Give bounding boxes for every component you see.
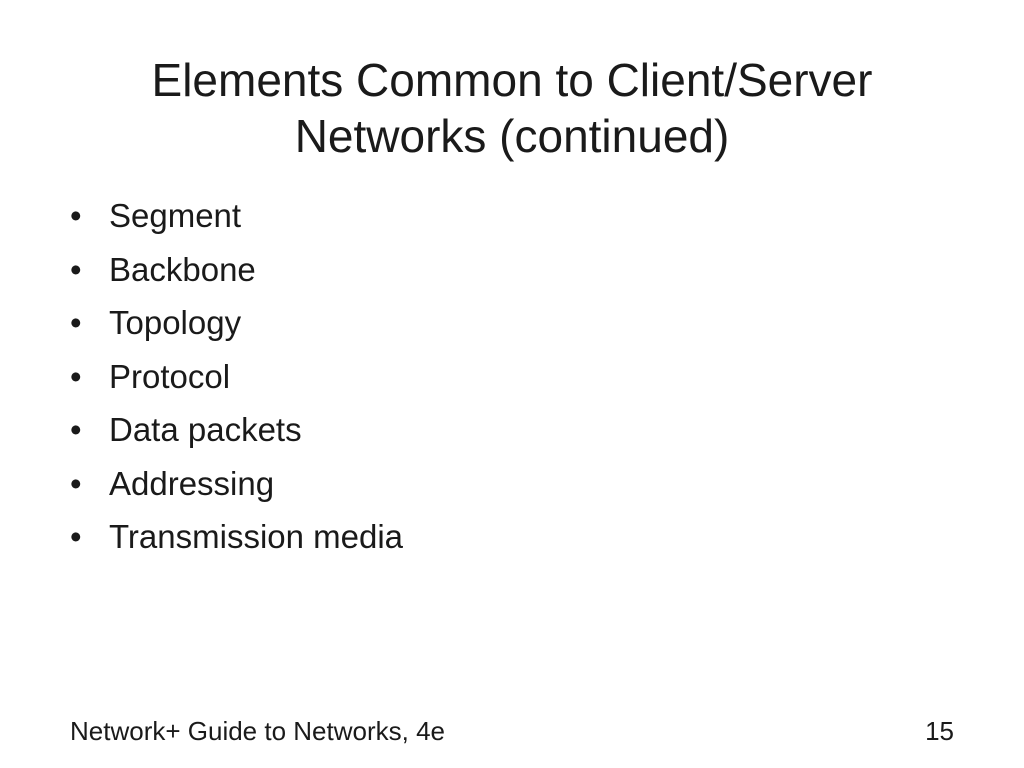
bullet-text: Transmission media (109, 518, 404, 555)
bullet-item: • Segment (70, 189, 403, 243)
slide-title-line-2: Networks (continued) (294, 110, 730, 162)
bullet-icon: • (70, 411, 82, 448)
bullet-text: Segment (109, 197, 242, 234)
bullet-item: • Backbone (70, 243, 403, 297)
page-number: 15 (925, 716, 954, 746)
bullet-item: • Protocol (70, 350, 403, 404)
bullet-item: • Topology (70, 296, 403, 350)
bullet-item: • Transmission media (70, 510, 403, 564)
footer-text: Network+ Guide to Networks, 4e (70, 716, 445, 746)
bullet-text: Protocol (109, 357, 231, 395)
bullet-text: Backbone (109, 250, 256, 288)
bullet-icon: • (70, 518, 82, 555)
bullet-item: • Addressing (70, 457, 403, 511)
bullet-text: Data packets (109, 411, 302, 448)
bullet-icon: • (70, 250, 82, 288)
slide-title-line-1: Elements Common to Client/Server (151, 54, 873, 106)
bullet-icon: • (70, 304, 82, 341)
bullet-icon: • (70, 464, 82, 502)
bullet-icon: • (70, 357, 82, 395)
bullet-text: Topology (109, 304, 242, 341)
bullet-text: Addressing (109, 464, 275, 502)
bullet-item: • Data packets (70, 403, 403, 457)
slide-title: Elements Common to Client/Server Network… (60, 52, 964, 164)
bullet-icon: • (70, 197, 82, 234)
bullet-list: • Segment • Backbone • Topology • Protoc… (70, 189, 403, 564)
